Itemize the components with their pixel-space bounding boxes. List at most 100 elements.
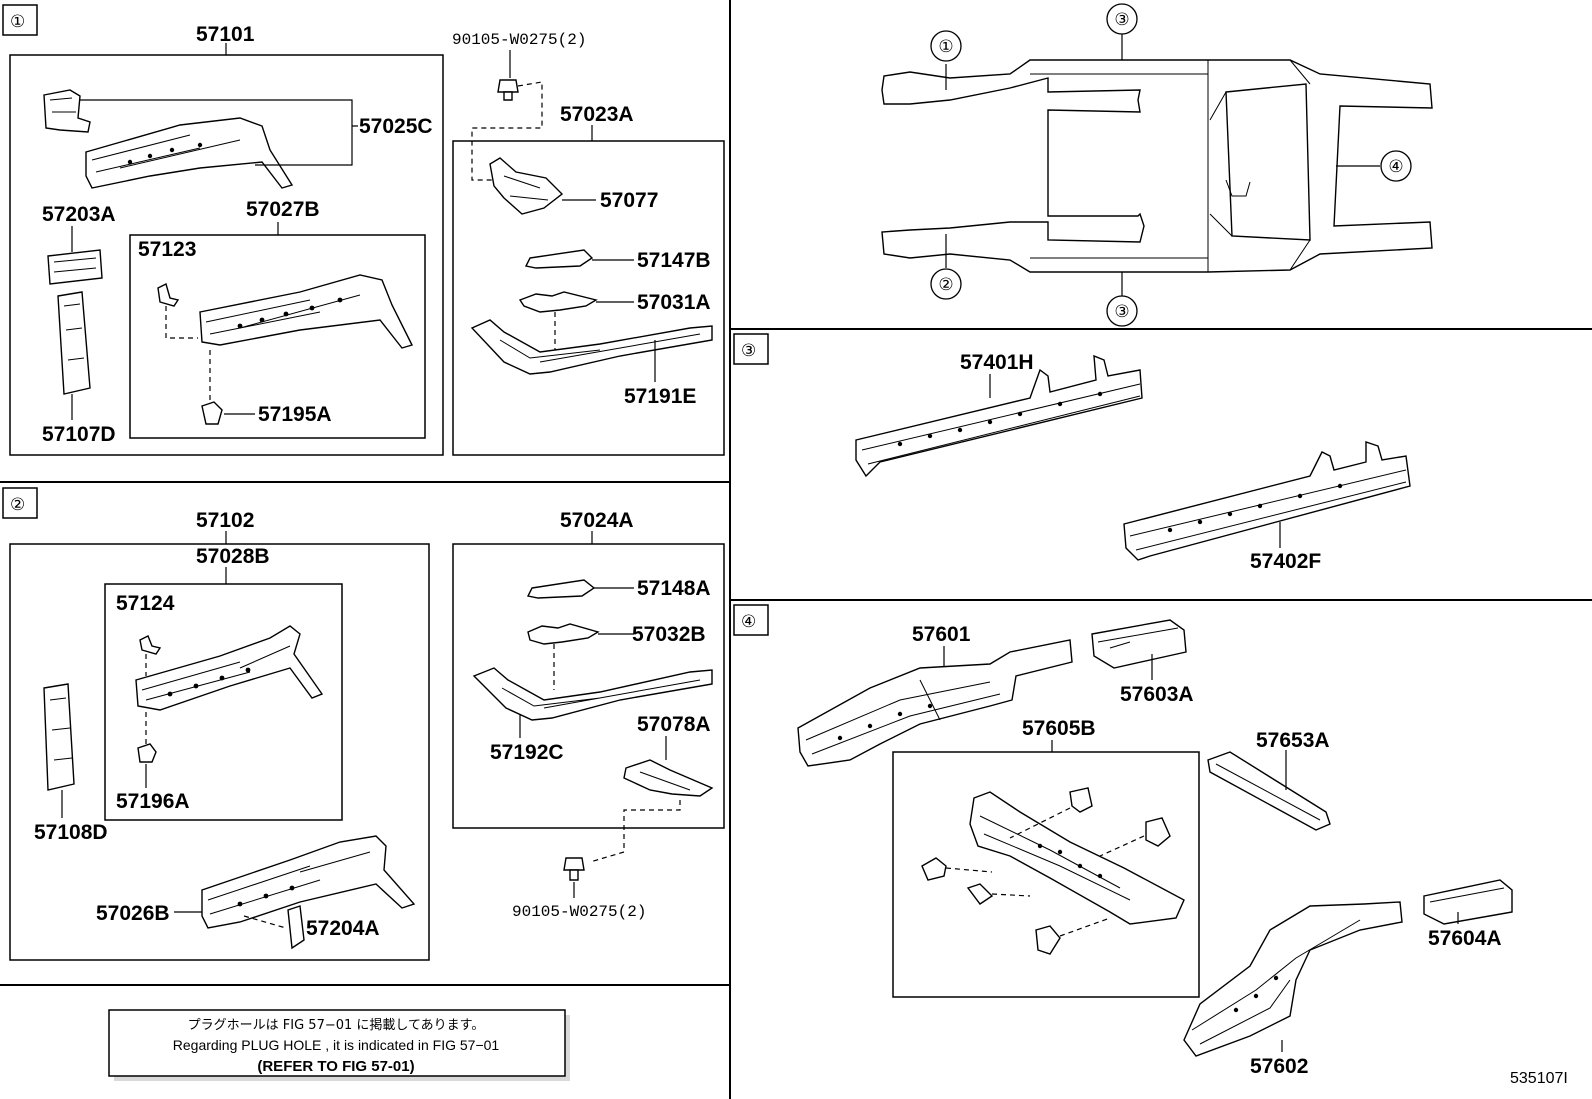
section-1-label: ① (10, 12, 25, 31)
overview-label-4: ④ (1388, 157, 1403, 176)
part-label-57191E: 57191E (624, 385, 696, 408)
part-label-57601: 57601 (912, 623, 971, 646)
part-label-57204A: 57204A (306, 917, 380, 940)
group-box-57024A (452, 543, 725, 829)
section-marker-1: ① (2, 4, 38, 36)
part-label-57078A: 57078A (637, 713, 711, 736)
part-label-57147B: 57147B (637, 249, 711, 272)
figure-number: 535107I (1510, 1070, 1568, 1087)
overview-callout-4: ④ (1336, 150, 1412, 182)
part-label-57026B: 57026B (96, 902, 170, 925)
part-label-57123: 57123 (138, 238, 196, 261)
part-label-57603A: 57603A (1120, 683, 1194, 706)
part-label-57031A: 57031A (637, 291, 711, 314)
part-label-57401H: 57401H (960, 351, 1034, 374)
part-57026B-rail (201, 835, 416, 929)
part-label-90105-bottom: 90105-W0275(2) (512, 903, 646, 921)
section-marker-3: ③ (733, 333, 769, 365)
part-57203A (47, 249, 103, 285)
part-57025C-rail (85, 117, 294, 189)
part-label-57025C: 57025C (359, 115, 433, 138)
note-box: プラグホールは FIG 57−01 に掲載してあります。 Regarding P… (108, 1009, 570, 1081)
overview-callout-3-bottom: ③ (1106, 272, 1138, 327)
part-label-57023A: 57023A (560, 103, 634, 126)
group-box-57605B (892, 751, 1200, 998)
overview-label-1: ① (938, 37, 953, 56)
part-57028B-rail (135, 625, 324, 711)
part-57402F (1123, 441, 1411, 561)
part-label-57027B: 57027B (246, 198, 320, 221)
part-57401H (855, 354, 1143, 478)
part-label-90105-top: 90105-W0275(2) (452, 31, 586, 49)
part-label-57107D: 57107D (42, 423, 116, 446)
part-label-57605B: 57605B (1022, 717, 1096, 740)
part-57603A (1091, 619, 1187, 669)
part-57204A (287, 905, 305, 950)
part-label-57402F: 57402F (1250, 550, 1321, 573)
section-4-label: ④ (741, 612, 756, 631)
part-57605B-floor (969, 791, 1185, 925)
part-label-57124: 57124 (116, 592, 175, 615)
part-57192C (472, 667, 713, 721)
part-57605B-bracket-c (921, 857, 947, 881)
part-label-57101: 57101 (196, 23, 255, 46)
overview-callout-1: ① (930, 30, 962, 90)
note-reference: (REFER TO FIG 57-01) (257, 1058, 414, 1075)
bolt-90105-top (497, 79, 519, 101)
part-label-57102: 57102 (196, 509, 254, 532)
section-marker-4: ④ (733, 604, 769, 636)
group-box-57023A (452, 140, 725, 456)
part-57123-clip (157, 282, 180, 307)
part-57196A (137, 743, 157, 763)
section-marker-2: ② (2, 487, 38, 519)
part-57107D (57, 291, 91, 395)
part-57195A (201, 401, 223, 425)
part-label-57077: 57077 (600, 189, 658, 212)
overview-label-3-top: ③ (1114, 10, 1129, 29)
overview-callout-2: ② (930, 234, 962, 300)
group-box-57028B (104, 583, 343, 821)
part-label-57108D: 57108D (34, 821, 108, 844)
section-2-label: ② (10, 495, 25, 514)
part-57077 (489, 157, 564, 215)
part-57148A (526, 579, 596, 599)
part-label-57192C: 57192C (490, 741, 564, 764)
note-english: Regarding PLUG HOLE , it is indicated in… (173, 1037, 500, 1053)
part-57027B-rail (199, 274, 413, 349)
overview-label-2: ② (938, 275, 953, 294)
part-57605B-bracket-b (1145, 817, 1171, 847)
part-label-57196A: 57196A (116, 790, 190, 813)
group-box-57102 (9, 543, 430, 961)
part-label-57602: 57602 (1250, 1055, 1308, 1078)
part-label-57024A: 57024A (560, 509, 634, 532)
part-57032B (527, 623, 600, 645)
part-57605B-bracket-a (1069, 787, 1093, 813)
part-57078A (623, 759, 714, 797)
bolt-90105-bottom (563, 857, 585, 881)
overview-label-3-bottom: ③ (1114, 302, 1129, 321)
part-57653A (1207, 751, 1331, 831)
part-label-57148A: 57148A (637, 577, 711, 600)
part-label-57203A: 57203A (42, 203, 116, 226)
part-57601 (797, 639, 1073, 767)
overview-frame (881, 59, 1433, 273)
part-57191E (470, 319, 713, 375)
note-japanese: プラグホールは FIG 57−01 に掲載してあります。 (188, 1017, 485, 1033)
part-57108D (43, 683, 75, 791)
part-label-57195A: 57195A (258, 403, 332, 426)
overview-callout-3-top: ③ (1106, 3, 1138, 60)
part-57025C-bracket (43, 89, 91, 133)
part-57602 (1183, 901, 1403, 1057)
part-57031A (518, 291, 598, 313)
part-label-57028B: 57028B (196, 545, 270, 568)
part-57147B (524, 249, 594, 269)
part-57604A (1423, 879, 1513, 925)
part-label-57653A: 57653A (1256, 729, 1330, 752)
part-57124-clip (139, 635, 162, 655)
part-label-57604A: 57604A (1428, 927, 1502, 950)
part-label-57032B: 57032B (632, 623, 706, 646)
section-3-label: ③ (741, 341, 756, 360)
part-57605B-bracket-d (966, 883, 994, 905)
part-57605B-bracket-e (1035, 925, 1061, 955)
